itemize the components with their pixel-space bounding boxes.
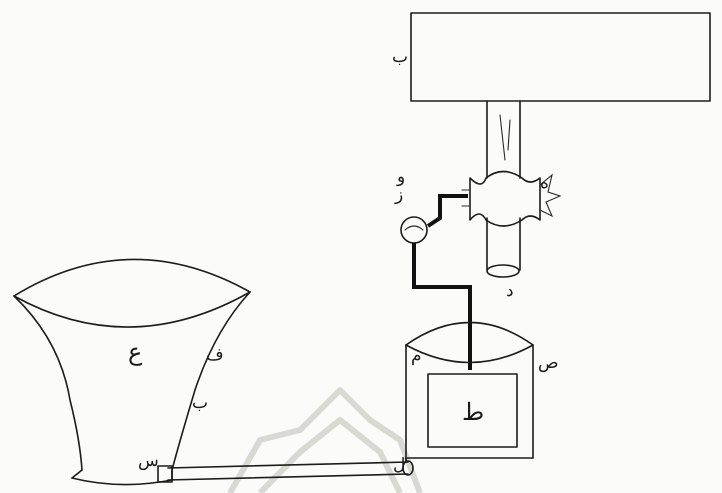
label-funnel-lower: ب xyxy=(192,393,208,413)
label-valve-right: ز xyxy=(394,185,403,205)
label-reservoir: ب xyxy=(392,47,408,67)
label-vessel-right: ص xyxy=(538,353,559,373)
label-float-box: ط xyxy=(462,398,484,426)
bottom-pipe xyxy=(167,457,414,481)
reservoir-box xyxy=(410,12,711,102)
funnel xyxy=(13,258,251,486)
label-bottom-joint: ل xyxy=(393,455,405,475)
label-vessel-left: م xyxy=(411,346,422,366)
label-pipe-end: د xyxy=(506,281,514,301)
pipe-valve xyxy=(461,170,562,227)
float-vessel xyxy=(405,321,534,461)
connecting-rod xyxy=(412,194,472,370)
label-valve-top: و xyxy=(396,167,405,187)
label-funnel-side: ف xyxy=(206,345,224,365)
label-funnel-main: ع xyxy=(128,338,143,366)
label-funnel-base: س xyxy=(138,451,159,471)
label-valve-side: ه xyxy=(540,173,549,193)
gauge xyxy=(400,216,428,244)
vertical-pipe xyxy=(486,100,521,278)
